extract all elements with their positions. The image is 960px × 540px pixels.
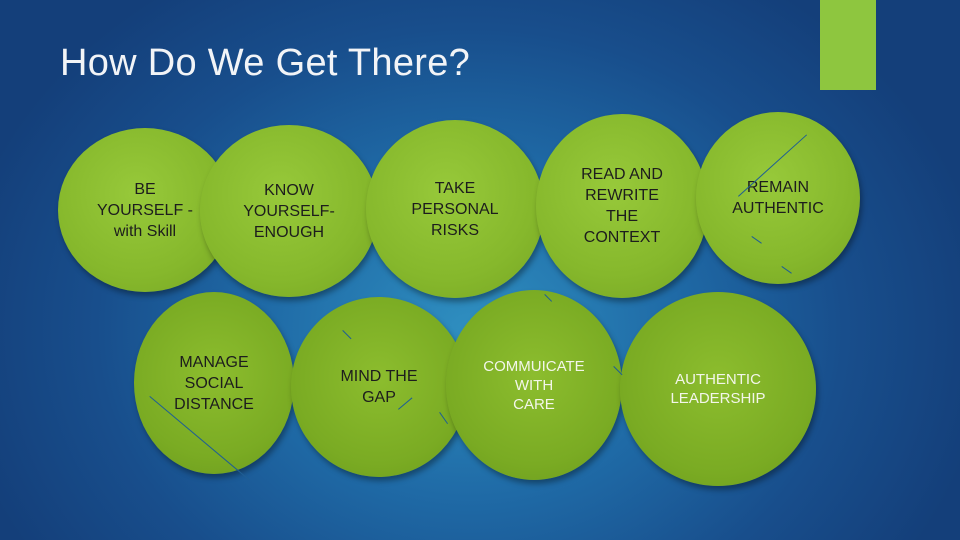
accent-bar xyxy=(820,0,876,90)
circle-read-and-rewrite: READ AND REWRITE THE CONTEXT xyxy=(536,114,708,298)
circle-manage-social-distance: MANAGE SOCIAL DISTANCE xyxy=(134,292,294,474)
circle-know-yourself: KNOW YOURSELF- ENOUGH xyxy=(200,125,378,297)
circle-label: MANAGE SOCIAL DISTANCE xyxy=(174,353,254,413)
slide-title: How Do We Get There? xyxy=(60,42,471,84)
circle-label: MIND THE GAP xyxy=(340,368,418,406)
circle-take-personal-risks: TAKE PERSONAL RISKS xyxy=(366,120,544,298)
circle-label: AUTHENTIC LEADERSHIP xyxy=(670,371,766,407)
circle-mind-the-gap: MIND THE GAP xyxy=(291,297,467,477)
circle-be-yourself: BE YOURSELF - with Skill xyxy=(58,128,232,292)
circle-communicate-with-care: COMMUICATE WITH CARE xyxy=(446,290,622,480)
circle-label: READ AND REWRITE THE CONTEXT xyxy=(581,166,663,246)
circle-label: COMMUICATE WITH CARE xyxy=(483,357,585,413)
circle-label: KNOW YOURSELF- ENOUGH xyxy=(243,181,335,241)
circle-remain-authentic: REMAIN AUTHENTIC xyxy=(696,112,860,284)
circle-authentic-leadership: AUTHENTIC LEADERSHIP xyxy=(620,292,816,486)
circle-label: TAKE PERSONAL RISKS xyxy=(411,179,499,239)
circle-label: REMAIN AUTHENTIC xyxy=(732,179,824,217)
circle-label: BE YOURSELF - with Skill xyxy=(96,180,193,240)
